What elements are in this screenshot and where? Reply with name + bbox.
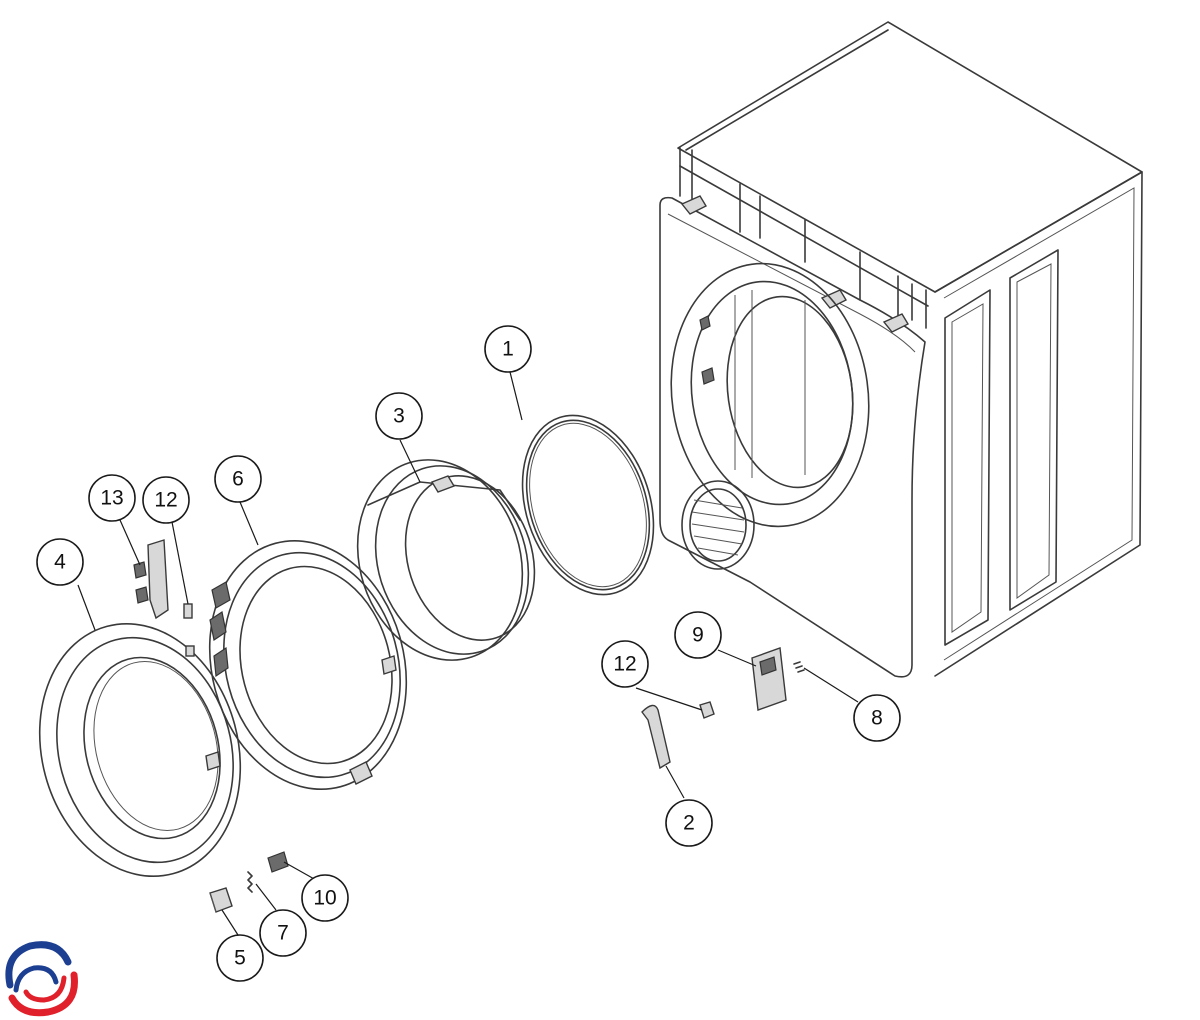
callout-10: 10 xyxy=(301,874,349,922)
leader-lines xyxy=(77,371,859,936)
callout-label: 3 xyxy=(393,405,405,428)
callout-4: 4 xyxy=(36,538,84,586)
brand-swirl-logo xyxy=(5,941,78,1017)
callout-label: 9 xyxy=(692,624,704,647)
part-5-door-latch xyxy=(209,887,233,913)
callout-label: 1 xyxy=(502,338,514,361)
callout-label: 13 xyxy=(100,487,123,510)
callout-12-left: 12 xyxy=(142,476,190,524)
callout-label: 10 xyxy=(313,887,336,910)
part-4-outer-door xyxy=(38,622,242,878)
callout-2: 2 xyxy=(665,799,713,847)
callout-label: 2 xyxy=(683,812,695,835)
callout-6: 6 xyxy=(214,455,262,503)
dryer-cabinet xyxy=(659,21,1143,678)
callout-5: 5 xyxy=(216,934,264,982)
part-8-screws xyxy=(793,661,805,673)
callout-12-right: 12 xyxy=(601,640,649,688)
callout-label: 12 xyxy=(613,653,636,676)
part-12-pin-left xyxy=(183,603,195,657)
callout-label: 7 xyxy=(277,922,289,945)
callout-3: 3 xyxy=(375,392,423,440)
part-7-spring xyxy=(247,871,253,893)
part-10-latch-hook xyxy=(267,851,289,873)
part-2-door-handle xyxy=(641,704,671,770)
part-13-hinge xyxy=(133,539,169,620)
callout-label: 5 xyxy=(234,947,246,970)
part-6-door-frame xyxy=(208,539,408,791)
callout-label: 8 xyxy=(871,707,883,730)
callout-label: 12 xyxy=(154,489,177,512)
part-3-door-liner xyxy=(356,459,536,661)
part-1-door-seal xyxy=(521,414,655,596)
part-9-door-lock xyxy=(751,647,787,711)
callout-label: 4 xyxy=(54,551,66,574)
callout-label: 6 xyxy=(232,468,244,491)
callout-1: 1 xyxy=(484,325,532,373)
callout-7: 7 xyxy=(259,909,307,957)
part-12-clip-right xyxy=(699,701,715,719)
callout-9: 9 xyxy=(674,611,722,659)
callout-13: 13 xyxy=(88,474,136,522)
callout-8: 8 xyxy=(853,694,901,742)
